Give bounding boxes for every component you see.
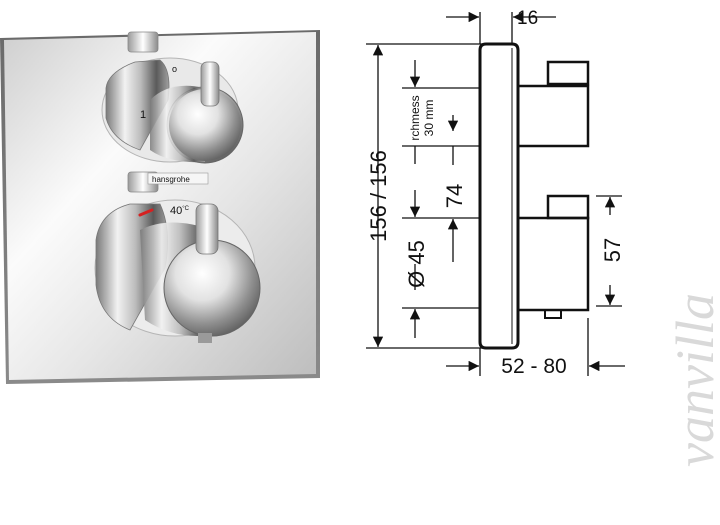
dim-spacing-label-2: 30 mm xyxy=(422,100,436,137)
position-dot: o xyxy=(172,64,177,74)
dim-top-depth: 16 xyxy=(517,8,538,29)
hot-marker xyxy=(138,208,154,217)
brand-badge: hansgrohe xyxy=(147,172,209,185)
side-view-drawing xyxy=(478,42,590,350)
upper-body xyxy=(516,84,590,148)
diverter-control: 1 o xyxy=(101,31,244,164)
thermostat-knob xyxy=(163,239,261,337)
temperature-number: 40 xyxy=(170,205,182,217)
thermostat-product: 1 o hansgrohe 40°C xyxy=(0,30,320,384)
temperature-unit: °C xyxy=(182,206,189,212)
diverter-top-lever xyxy=(127,31,159,53)
lower-body xyxy=(516,216,590,312)
diverter-lever xyxy=(200,61,220,107)
dim-center-distance: 74 xyxy=(442,184,467,208)
dim-knob-diameter: Ø 45 xyxy=(404,240,429,288)
watermark: vanvilla xyxy=(665,293,720,467)
plate-profile xyxy=(478,42,520,350)
lower-lever xyxy=(546,194,590,220)
thermostat-lever xyxy=(195,203,219,255)
dim-right-height: 57 xyxy=(600,238,625,262)
thermostat-control: hansgrohe 40°C xyxy=(94,171,261,343)
temperature-label: 40°C xyxy=(170,205,190,217)
position-marker: 1 xyxy=(140,109,146,121)
dim-projection: 52 - 80 xyxy=(501,355,566,378)
dimension-lines xyxy=(366,11,625,376)
upper-lever xyxy=(546,60,590,86)
dim-spacing-label-1: rchmess xyxy=(408,95,422,140)
brand-label: hansgrohe xyxy=(152,175,190,184)
dim-overall-height: 156 / 156 xyxy=(366,150,391,242)
